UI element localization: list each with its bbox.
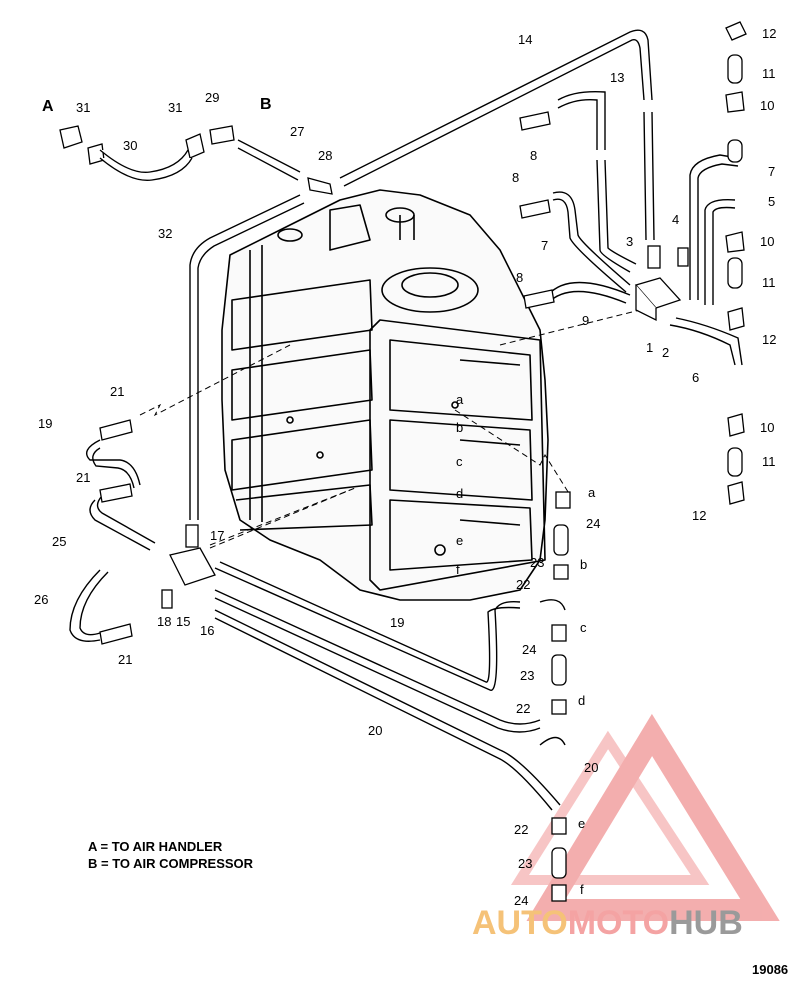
port-e-fitting: e [578, 816, 585, 831]
callout-12-top: 12 [762, 26, 776, 41]
callout-8-low: 8 [516, 270, 523, 285]
callout-8-top: 8 [530, 148, 537, 163]
callout-11-top: 11 [762, 66, 776, 81]
callout-24-top: 24 [586, 516, 600, 531]
callout-21-top: 21 [110, 384, 124, 399]
callout-10-top: 10 [760, 98, 774, 113]
callout-12-mid: 12 [762, 332, 776, 347]
callout-19-left: 19 [38, 416, 52, 431]
legend: A = TO AIR HANDLER B = TO AIR COMPRESSOR [88, 838, 253, 872]
callout-7-right: 7 [768, 164, 775, 179]
callout-3: 3 [626, 234, 633, 249]
callout-5: 5 [768, 194, 775, 209]
callout-23-top: 23 [530, 555, 544, 570]
callout-2: 2 [662, 345, 669, 360]
callout-20-right: 20 [584, 760, 598, 775]
port-e-block: e [456, 533, 463, 548]
callout-labels: A B 31 31 29 27 30 28 32 14 13 8 8 7 8 9… [34, 26, 776, 908]
watermark-auto: AUTO [472, 904, 568, 942]
callout-22-low: 22 [514, 822, 528, 837]
port-b-fitting: b [580, 557, 587, 572]
figure-number: 19086 [752, 962, 789, 977]
callout-31-left: 31 [76, 100, 90, 115]
port-f-fitting: f [580, 882, 584, 897]
port-d-fitting: d [578, 693, 585, 708]
watermark-moto: MOTO [568, 904, 669, 942]
callout-28: 28 [318, 148, 332, 163]
callout-25: 25 [52, 534, 66, 549]
callout-26: 26 [34, 592, 48, 607]
callout-24-low: 24 [514, 893, 528, 908]
callout-21-mid: 21 [76, 470, 90, 485]
callout-23-low: 23 [518, 856, 532, 871]
watermark-hub: HUB [669, 904, 743, 942]
callout-21-low: 21 [118, 652, 132, 667]
callout-12-low: 12 [692, 508, 706, 523]
callout-19-bottom: 19 [390, 615, 404, 630]
callout-1: 1 [646, 340, 653, 355]
callout-22-mid: 22 [516, 701, 530, 716]
port-d-block: d [456, 486, 463, 501]
callout-16: 16 [200, 623, 214, 638]
callout-30: 30 [123, 138, 137, 153]
engine-block [221, 189, 549, 601]
callout-15: 15 [176, 614, 190, 629]
watermark-wordmark: AUTOMOTOHUB [472, 904, 743, 942]
callout-10-mid: 10 [760, 234, 774, 249]
port-c-block: c [456, 454, 463, 469]
fittings [59, 21, 747, 902]
callout-20-left: 20 [368, 723, 382, 738]
hoses [69, 29, 743, 811]
callout-31-right: 31 [168, 100, 182, 115]
callout-10-low: 10 [760, 420, 774, 435]
callout-11-mid: 11 [762, 275, 776, 290]
legend-line-a: A = TO AIR HANDLER [88, 839, 223, 854]
callout-32: 32 [158, 226, 172, 241]
callout-24-mid: 24 [522, 642, 536, 657]
callout-13: 13 [610, 70, 624, 85]
callout-22-top: 22 [516, 577, 530, 592]
callout-B: B [260, 96, 272, 113]
callout-7-left: 7 [541, 238, 548, 253]
callout-17: 17 [210, 528, 224, 543]
port-c-fitting: c [580, 620, 587, 635]
callout-23-mid: 23 [520, 668, 534, 683]
port-a-block: a [456, 392, 464, 407]
callout-A: A [42, 98, 54, 115]
callout-8-mid: 8 [512, 170, 519, 185]
callout-11-low: 11 [762, 454, 776, 469]
callout-18: 18 [157, 614, 171, 629]
port-b-block: b [456, 420, 463, 435]
callout-29: 29 [205, 90, 219, 105]
svg-text:AUTOMOTOHUB: AUTOMOTOHUB [472, 904, 743, 942]
callout-9: 9 [582, 313, 589, 328]
port-a-fitting: a [588, 485, 596, 500]
callout-27: 27 [290, 124, 304, 139]
leader-lines [139, 309, 641, 549]
callout-6: 6 [692, 370, 699, 385]
callout-4: 4 [672, 212, 679, 227]
legend-line-b: B = TO AIR COMPRESSOR [88, 856, 254, 871]
watermark-logo [510, 713, 780, 921]
callout-14: 14 [518, 32, 532, 47]
port-f-block: f [456, 562, 460, 577]
